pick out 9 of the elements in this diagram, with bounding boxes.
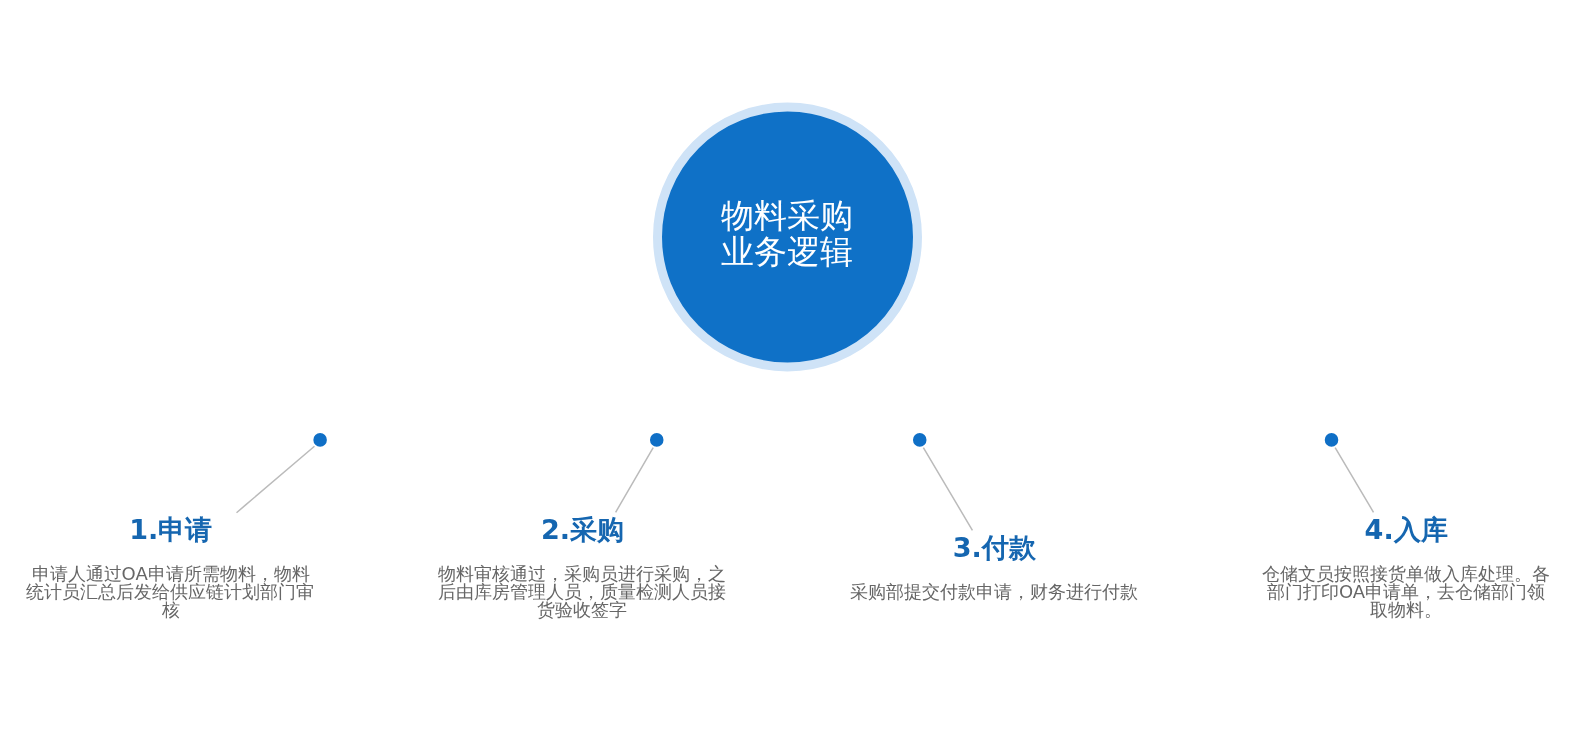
node-text: 3.付款 采购部提交付款申请，财务进行付款 <box>849 531 1138 602</box>
connector <box>614 446 654 513</box>
node-text: 4.入库 仓储文员按照接货单做入库处理。各部门打印OA申请单，去仓储部门领取物料。 <box>1261 513 1550 620</box>
connector <box>1334 446 1375 513</box>
node-text: 2.采购 物料审核通过，采购员进行采购，之后由库房管理人员，质量检测人员接货验收签字 <box>438 513 727 620</box>
node-text: 1.申请 申请人通过OA申请所需物料，物料统计员汇总后发给供应链计划部门审核 <box>26 513 315 620</box>
connector <box>922 446 974 531</box>
node-circle: 物料采购业务逻辑 <box>653 102 922 371</box>
connector <box>235 444 316 513</box>
